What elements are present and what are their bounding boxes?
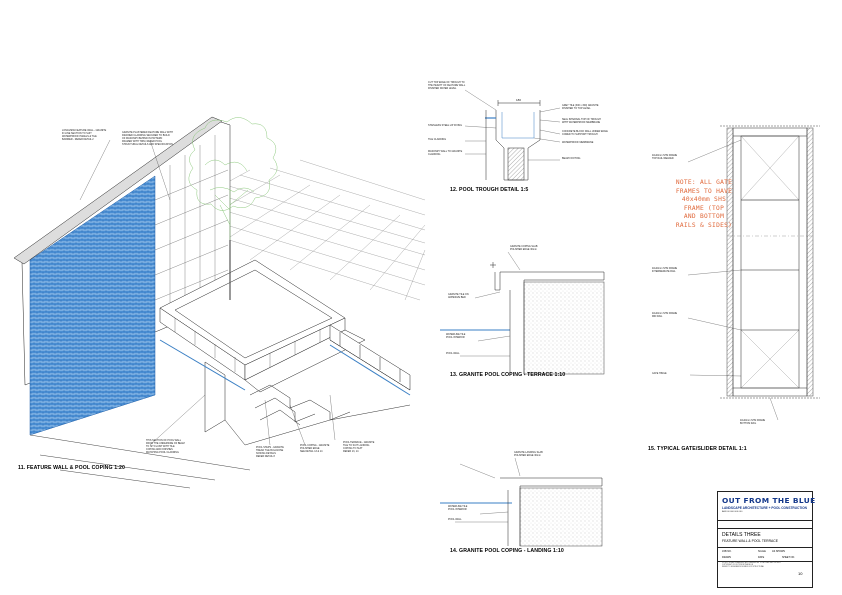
drawing-15-title: 15. TYPICAL GATE/SLIDER DETAIL 1:1 [648,446,747,452]
coping-landing-section [440,457,603,547]
annotation: CONCRETE BLOCK WALL UNDER EDGE CORED TO … [562,130,608,136]
dimension-label: 180 [516,98,521,102]
general-notes: DO NOT SCALE DRAWINGS. ALL DIMENSIONS TO… [722,562,781,569]
divider [718,561,812,562]
drawing-14-title: 14. GRANITE POOL COPING - LANDING 1:10 [450,548,564,554]
annotation: 40x40mm SHS FRAME TOP RAIL WELDED [652,154,678,160]
annotation: POOL TERRACE - GRANITE TILE TO SUIT LAND… [343,441,375,453]
job-no-label: JOB NO. [722,550,732,553]
annotation: TILE CLADDING [428,138,447,141]
drawing-12-title: 12. POOL TROUGH DETAIL 1:5 [450,187,529,193]
gate-slider-elevation [687,125,820,421]
date-label: DATE [758,556,765,559]
drawn-label: DRAWN [722,556,731,559]
annotation: WATERLINE TILE POOL INTERIOR [448,505,468,511]
drawing-11-title: 11. FEATURE WALL & POOL COPING 1:20 [18,465,125,471]
annotation: 40x40mm SHS FRAME BOTTOM RAIL [740,419,766,425]
annotation: POOL STEPS - GRANITE TREAD TILE BULLNOSE… [256,446,284,458]
annotation: STAINLESS STEEL LIP FIXING [428,124,462,127]
annotation: GRANITE PLASTERED FEATURE WALL WITH DRAI… [122,131,173,146]
annotation: LONGVIEW FEATURE WALL - GRANITE IN LINE … [62,129,107,141]
annotation: GRANITE TILE ON ADHESIVE BED [448,293,469,299]
coping-terrace-section [440,251,605,375]
annotation: POOL WALL [448,518,462,521]
divider [718,528,812,529]
divider [718,520,812,521]
sheet-number: 10 [798,571,803,576]
drawing-subtitle: FEATURE WALL & POOL TERRACE [722,539,779,543]
annotation: BEAM FOOTING [562,157,581,160]
company-logo: OUT FROM THE BLUE [722,496,816,505]
annotation: GREY TILE (300 x 300) GRANITE FINISHED T… [562,104,599,110]
title-block: OUT FROM THE BLUE LANDSCAPE ARCHITECTURE… [717,491,816,588]
scale-value: AS SHOWN [772,550,786,553]
annotation: THIS SECTION OF POOL WALL FROM THE UNDER… [146,439,185,454]
company-subtitle: LANDSCAPE ARCHITECTURE + POOL CONSTRUCTI… [722,506,807,510]
annotation: 40x40mm SHS FRAME MID RAIL [652,312,678,318]
annotation: WATERPROOF MEMBRANE [562,141,594,144]
annotation: GRANITE LANDING SLAB POLISHED EDGE 30mm [514,451,543,457]
annotation: GRANITE COPING SLAB POLISHED EDGE 30mm [510,245,538,251]
annotation: POOL COPING - GRANITE POLISHED EDGE SEE … [300,444,330,453]
tree-illustration [188,117,278,300]
company-address: ABN 00 000 000 000 [722,511,743,513]
gate-frame-note: NOTE: ALL GATE FRAMES TO HAVE 40x40mm SH… [675,179,733,229]
annotation: CUT TOP EDGE OF TROUGH TO THE HEIGHT OF … [428,81,466,90]
annotation: MASONRY WALL TO GRANITE CLADDING [428,150,463,156]
sheet-label: SHEET NO. [782,556,795,559]
annotation: POOL WALL [446,352,460,355]
drawing-13-title: 13. GRANITE POOL COPING - TERRACE 1:10 [450,372,566,378]
scale-label: SCALE [758,550,766,553]
feature-wall-isometric [13,116,426,489]
annotation: SEAL INTERNAL TOP OF TROUGH WITH WATERPR… [562,118,601,124]
drawing-name: DETAILS THREE [722,532,761,538]
annotation: GATE HINGE [652,372,667,375]
divider [718,547,812,548]
annotation: WATERLINE TILE POOL INTERIOR [446,333,466,339]
pool-trough-section [464,89,561,181]
annotation: 40x40mm SHS FRAME INTERMEDIATE RAIL [652,267,678,273]
